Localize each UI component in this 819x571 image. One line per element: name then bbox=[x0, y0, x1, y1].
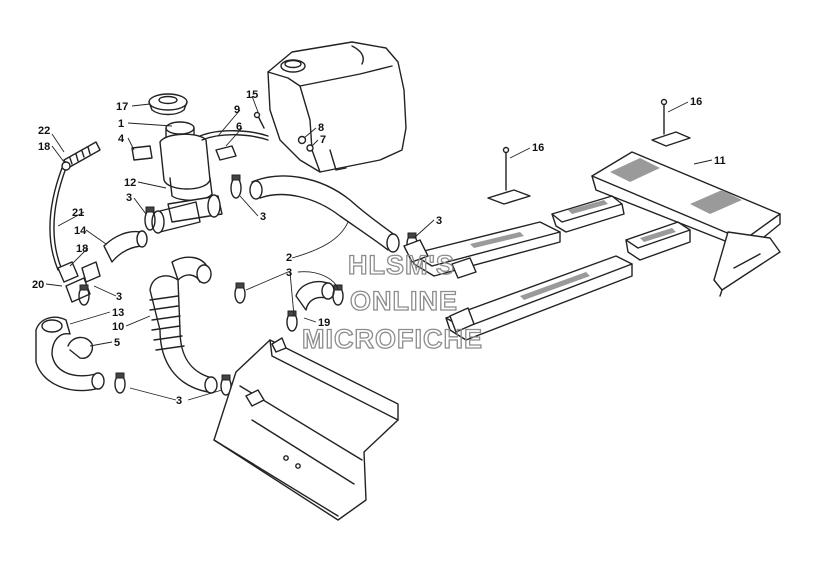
heat-exchanger-lower bbox=[445, 221, 691, 341]
clamp-3-h bbox=[114, 372, 126, 394]
mount-16-right bbox=[651, 98, 691, 147]
heat-exchanger-upper bbox=[411, 195, 625, 277]
callout-3-bottom: 3 bbox=[176, 395, 182, 407]
clamp-3-f bbox=[332, 284, 344, 306]
callout-1: 1 bbox=[118, 118, 124, 130]
callout-9: 9 bbox=[234, 104, 240, 116]
callout-5: 5 bbox=[114, 337, 120, 349]
overflow-hose bbox=[199, 130, 269, 161]
callout-15: 15 bbox=[246, 89, 258, 101]
callout-12: 12 bbox=[124, 177, 136, 189]
tube-21 bbox=[49, 167, 67, 271]
callout-3-right: 3 bbox=[436, 215, 442, 227]
callout-6: 6 bbox=[236, 121, 242, 133]
radiator-cap bbox=[148, 93, 188, 116]
callout-8: 8 bbox=[318, 122, 324, 134]
hose-2 bbox=[249, 175, 400, 253]
callout-19: 19 bbox=[318, 317, 330, 329]
callout-3-left: 3 bbox=[116, 291, 122, 303]
clamp-3-a bbox=[144, 206, 156, 231]
screw-15 bbox=[253, 111, 265, 129]
clamp-3-e bbox=[286, 310, 298, 332]
mount-16-left bbox=[487, 146, 531, 205]
watermark-line-1: HLSM'S bbox=[348, 250, 455, 280]
hose-10 bbox=[149, 256, 218, 394]
callout-14: 14 bbox=[74, 225, 87, 237]
clamp-3-c bbox=[78, 284, 90, 306]
callout-20: 20 bbox=[32, 279, 44, 291]
clip-8-7 bbox=[297, 135, 314, 152]
callout-3-center: 3 bbox=[286, 267, 292, 279]
callout-11: 11 bbox=[714, 155, 726, 167]
fittings-18-20 bbox=[57, 161, 101, 303]
watermark-line-2: ONLINE bbox=[350, 286, 458, 316]
callout-16-right: 16 bbox=[690, 96, 702, 108]
callout-10: 10 bbox=[112, 321, 124, 333]
watermark: HLSM'S ONLINE MICROFICHE bbox=[301, 249, 483, 354]
decal bbox=[131, 145, 153, 161]
watermark-line-3: MICROFICHE bbox=[302, 324, 483, 354]
callout-16-left: 16 bbox=[532, 142, 544, 154]
front-heat-exchanger bbox=[213, 337, 399, 521]
hose-13 bbox=[35, 316, 105, 392]
coolant-reservoir bbox=[267, 41, 407, 173]
rear-heat-exchanger-11 bbox=[591, 151, 781, 297]
clamp-5 bbox=[67, 336, 94, 359]
callout-3-upper: 3 bbox=[260, 211, 266, 223]
clamp-3-d bbox=[234, 282, 246, 304]
leader-lines bbox=[45, 95, 713, 401]
callout-22: 22 bbox=[38, 125, 50, 137]
filler-neck bbox=[151, 121, 223, 234]
inlet-fittings bbox=[403, 239, 477, 333]
callout-21: 21 bbox=[72, 207, 84, 219]
callout-18-mid: 18 bbox=[76, 243, 88, 255]
callouts: 17 9 15 1 6 8 7 4 22 18 12 3 3 21 14 18 … bbox=[32, 89, 726, 407]
callout-7: 7 bbox=[320, 134, 326, 146]
callout-13: 13 bbox=[112, 307, 124, 319]
callout-17: 17 bbox=[116, 101, 128, 113]
clamp-3-b bbox=[230, 174, 242, 199]
callout-18-top: 18 bbox=[38, 141, 50, 153]
callout-3-cap: 3 bbox=[126, 192, 132, 204]
hose-14 bbox=[103, 230, 148, 263]
callout-4: 4 bbox=[118, 133, 125, 145]
callout-2: 2 bbox=[286, 252, 292, 264]
hose-19 bbox=[295, 280, 335, 311]
